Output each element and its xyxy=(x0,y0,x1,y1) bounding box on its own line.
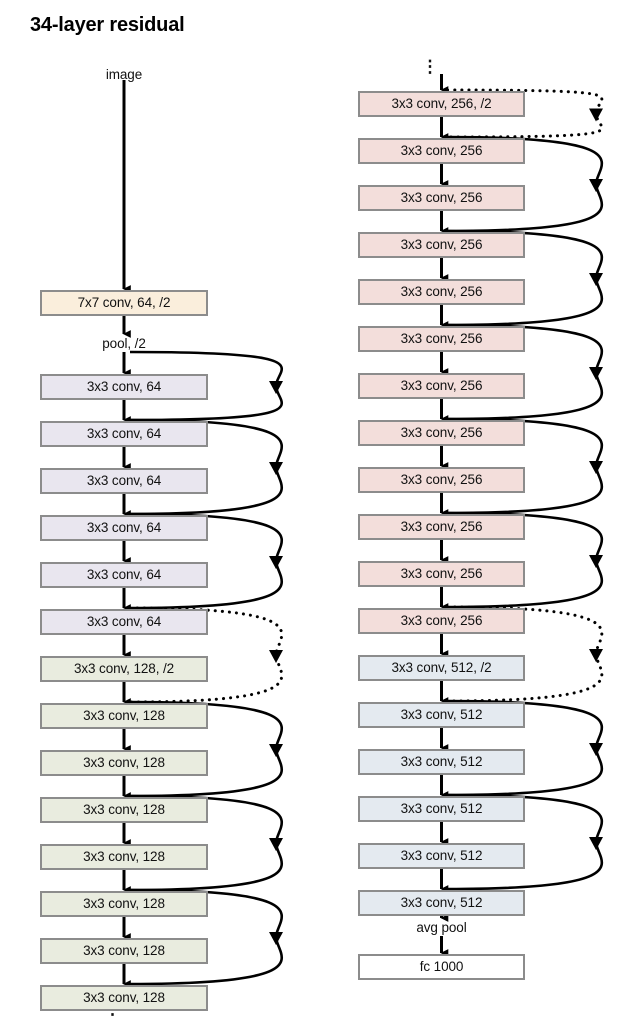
pool-label: pool, /2 xyxy=(102,336,146,351)
layer-node: 3x3 conv, 256 xyxy=(358,279,525,305)
shortcut-arrowhead xyxy=(589,555,603,568)
projection-shortcut-arc xyxy=(128,606,284,704)
shortcut-arrowhead xyxy=(269,650,283,663)
layer-node: 3x3 conv, 128 xyxy=(40,750,208,776)
shortcut-arrowhead xyxy=(589,179,603,192)
layer-node: 3x3 conv, 128 xyxy=(40,844,208,870)
shortcut-arrowhead xyxy=(269,381,283,394)
layer-node: fc 1000 xyxy=(358,954,525,980)
layer-node: 3x3 conv, 128, /2 xyxy=(40,656,208,682)
layer-node: 3x3 conv, 512 xyxy=(358,749,525,775)
page-title: 34-layer residual xyxy=(30,14,185,36)
layer-node: 7x7 conv, 64, /2 xyxy=(40,290,208,316)
layer-node: 3x3 conv, 256 xyxy=(358,326,525,352)
shortcut-arrowhead xyxy=(589,837,603,850)
layer-node: 3x3 conv, 64 xyxy=(40,562,208,588)
layer-node: 3x3 conv, 256, /2 xyxy=(358,91,525,117)
layer-node: 3x3 conv, 128 xyxy=(40,938,208,964)
avgpool-label: avg pool xyxy=(416,920,467,935)
shortcut-arrowhead xyxy=(589,461,603,474)
shortcut-arrowhead xyxy=(589,108,603,122)
layer-node: 3x3 conv, 128 xyxy=(40,797,208,823)
shortcut-arrowhead xyxy=(589,367,603,380)
layer-node: 3x3 conv, 512 xyxy=(358,796,525,822)
input-label: image xyxy=(105,67,143,82)
layer-node: 3x3 conv, 256 xyxy=(358,514,525,540)
layer-node: 3x3 conv, 64 xyxy=(40,609,208,635)
layer-node: 3x3 conv, 512 xyxy=(358,702,525,728)
layer-node: 3x3 conv, 128 xyxy=(40,985,208,1011)
shortcut-arrowhead xyxy=(269,744,283,757)
layer-node: 3x3 conv, 64 xyxy=(40,421,208,447)
layer-node: 3x3 conv, 512, /2 xyxy=(358,655,525,681)
projection-shortcut-arc xyxy=(446,88,604,139)
layer-node: 3x3 conv, 128 xyxy=(40,703,208,729)
shortcut-arrowhead xyxy=(589,743,603,756)
layer-node: 3x3 conv, 64 xyxy=(40,374,208,400)
right-continuation-dots: ⋮ xyxy=(421,57,439,76)
layer-node: 3x3 conv, 256 xyxy=(358,420,525,446)
shortcut-arrowhead xyxy=(269,556,283,569)
layer-node: 3x3 conv, 256 xyxy=(358,232,525,258)
layer-node: 3x3 conv, 128 xyxy=(40,891,208,917)
layer-node: 3x3 conv, 256 xyxy=(358,185,525,211)
layer-node: 3x3 conv, 256 xyxy=(358,467,525,493)
shortcut-arrowhead xyxy=(269,838,283,851)
layer-node: 3x3 conv, 64 xyxy=(40,468,208,494)
shortcut-arrowhead xyxy=(589,273,603,286)
layer-node: 3x3 conv, 256 xyxy=(358,138,525,164)
layer-node: 3x3 conv, 256 xyxy=(358,608,525,634)
shortcut-arrowhead xyxy=(269,462,283,475)
layer-node: 3x3 conv, 256 xyxy=(358,373,525,399)
shortcut-arrowhead xyxy=(269,932,283,945)
layer-node: 3x3 conv, 512 xyxy=(358,843,525,869)
layer-node: 3x3 conv, 512 xyxy=(358,890,525,916)
layer-node: 3x3 conv, 256 xyxy=(358,561,525,587)
shortcut-arrowhead xyxy=(589,649,603,662)
layer-node: 3x3 conv, 64 xyxy=(40,515,208,541)
